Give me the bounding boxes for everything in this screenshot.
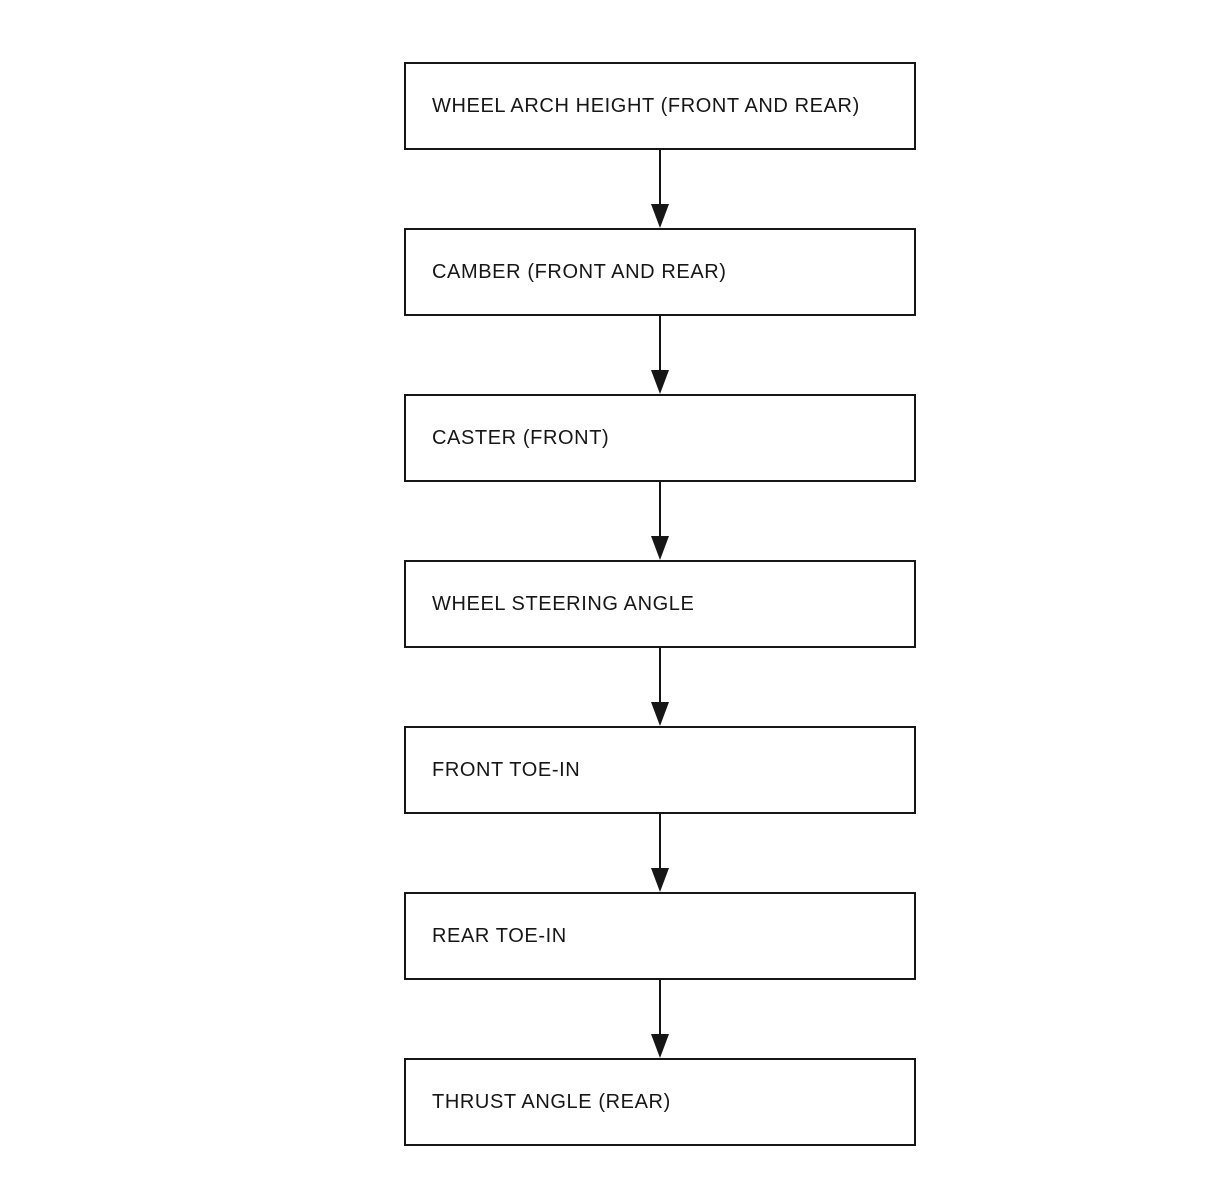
- arrow-down-icon: [404, 648, 916, 726]
- arrow-head: [651, 204, 669, 228]
- arrow-down-icon: [404, 980, 916, 1058]
- arrow-shaft: [659, 150, 661, 204]
- arrow-head: [651, 536, 669, 560]
- arrow-head: [651, 702, 669, 726]
- arrow-shaft: [659, 482, 661, 536]
- arrow-down-icon: [404, 482, 916, 560]
- wheel-alignment-flowchart: WHEEL ARCH HEIGHT (FRONT AND REAR) CAMBE…: [404, 62, 916, 1146]
- arrow-head: [651, 868, 669, 892]
- arrow-head: [651, 370, 669, 394]
- flow-step-label: WHEEL ARCH HEIGHT (FRONT AND REAR): [432, 94, 860, 117]
- flow-step-label: REAR TOE-IN: [432, 924, 567, 947]
- flow-step-label: WHEEL STEERING ANGLE: [432, 592, 695, 615]
- arrow-down-icon: [404, 150, 916, 228]
- arrow-shaft: [659, 316, 661, 370]
- flow-step-label: CAMBER (FRONT AND REAR): [432, 260, 727, 283]
- flow-step-wheel-steering-angle: WHEEL STEERING ANGLE: [404, 560, 916, 648]
- arrow-down-icon: [404, 814, 916, 892]
- arrow-shaft: [659, 980, 661, 1034]
- flow-step-camber: CAMBER (FRONT AND REAR): [404, 228, 916, 316]
- flow-step-label: THRUST ANGLE (REAR): [432, 1090, 671, 1113]
- flow-step-caster: CASTER (FRONT): [404, 394, 916, 482]
- flow-step-thrust-angle: THRUST ANGLE (REAR): [404, 1058, 916, 1146]
- flow-step-rear-toe-in: REAR TOE-IN: [404, 892, 916, 980]
- arrow-head: [651, 1034, 669, 1058]
- arrow-shaft: [659, 648, 661, 702]
- flow-step-label: CASTER (FRONT): [432, 426, 610, 449]
- flow-step-label: FRONT TOE-IN: [432, 758, 581, 781]
- arrow-down-icon: [404, 316, 916, 394]
- flow-step-front-toe-in: FRONT TOE-IN: [404, 726, 916, 814]
- flow-step-wheel-arch-height: WHEEL ARCH HEIGHT (FRONT AND REAR): [404, 62, 916, 150]
- arrow-shaft: [659, 814, 661, 868]
